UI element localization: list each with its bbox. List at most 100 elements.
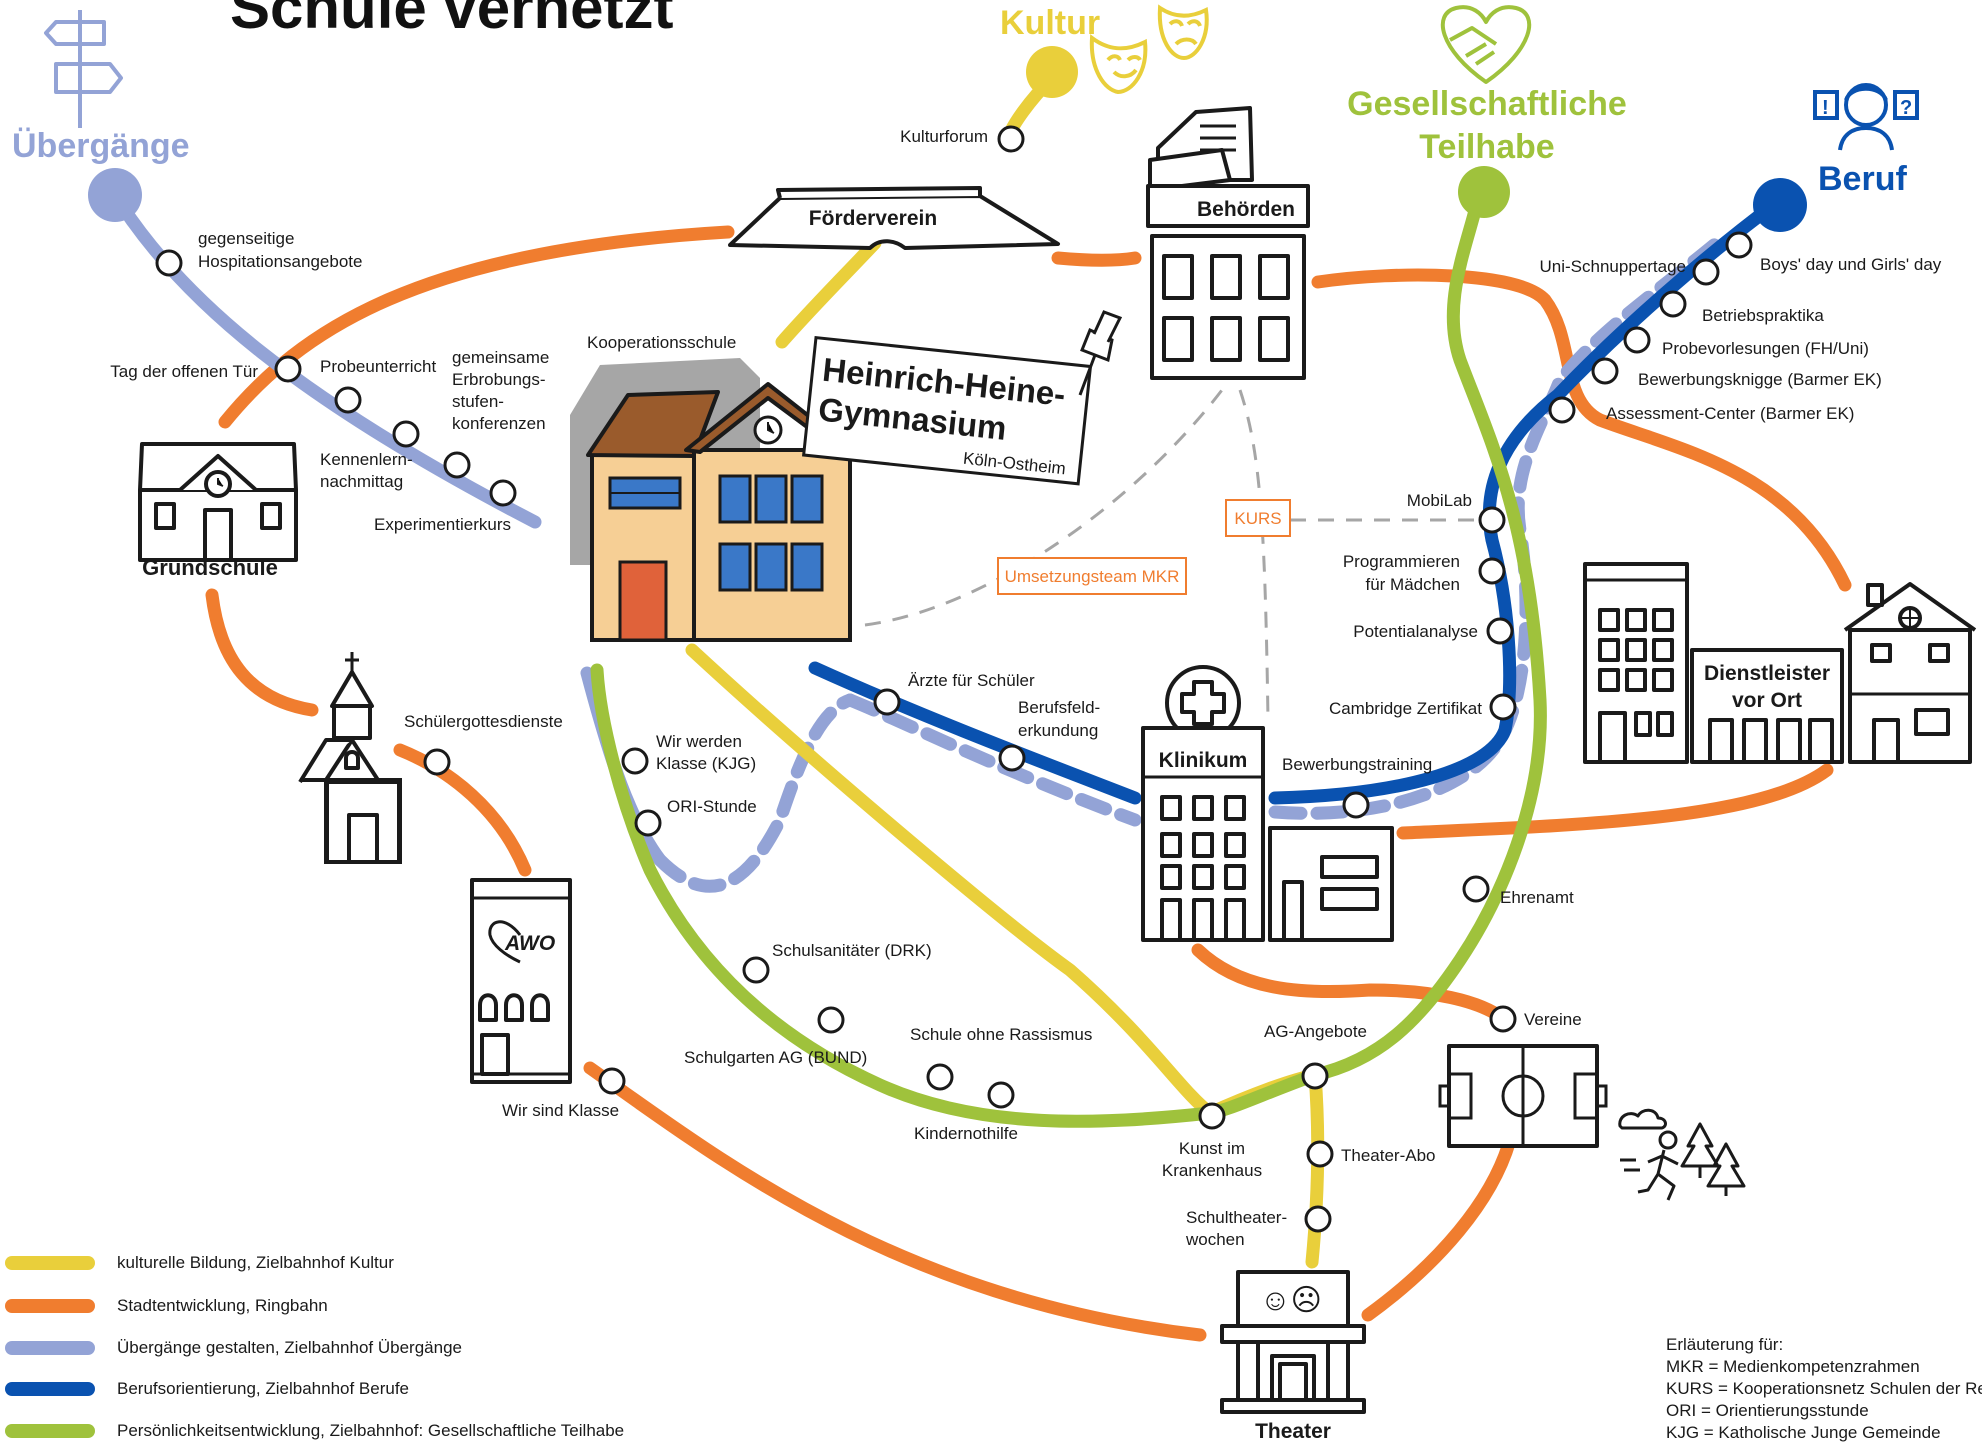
label-assessment: Assessment-Center (Barmer EK) — [1606, 404, 1854, 423]
label-ori-stunde: ORI-Stunde — [667, 797, 757, 816]
building-dienstleister-label-2: vor Ort — [1732, 689, 1802, 712]
station-ehrenamt[interactable] — [1462, 875, 1490, 903]
building-grundschule-label: Grundschule — [142, 555, 278, 580]
label-wir-werden-1: Wir werden — [656, 732, 742, 751]
label-mobilab: MobiLab — [1407, 491, 1472, 510]
building-church[interactable] — [298, 652, 402, 864]
station-kunst-im-krankenhaus[interactable] — [1198, 1102, 1226, 1130]
label-wir-werden-2: Klasse (KJG) — [656, 754, 756, 773]
building-grundschule[interactable]: Grundschule — [138, 442, 298, 580]
building-dienstleister[interactable]: Dienstleister vor Ort — [1583, 562, 1977, 764]
label-uni-schnupper: Uni-Schnuppertage — [1540, 257, 1686, 276]
station-erprobung[interactable] — [392, 420, 420, 448]
mkr-label: Umsetzungsteam MKR — [1005, 567, 1180, 586]
station-cambridge[interactable] — [1489, 693, 1517, 721]
label-programmieren-2: für Mädchen — [1366, 575, 1461, 594]
kurs-box[interactable]: KURS — [1225, 499, 1291, 537]
station-kindernothilfe[interactable] — [987, 1081, 1015, 1109]
building-klinikum[interactable]: Klinikum — [1141, 665, 1394, 942]
label-tag-offene-tuer: Tag der offenen Tür — [110, 362, 258, 381]
station-betriebspraktika[interactable] — [1659, 290, 1687, 318]
legend-label-4: Persönlichkeitsentwicklung, Zielbahnhof:… — [117, 1421, 624, 1440]
station-probevorlesungen[interactable] — [1623, 326, 1651, 354]
svg-text:!: ! — [1822, 97, 1829, 119]
gymnasium-coop-label: Kooperationsschule — [587, 333, 736, 352]
building-gymnasium[interactable]: Kooperationsschule Heinrich-Heine- Gymna… — [570, 310, 1123, 642]
station-wir-sind-klasse[interactable] — [598, 1067, 626, 1095]
label-aerzte: Ärzte für Schüler — [908, 671, 1035, 690]
station-mobilab[interactable] — [1478, 506, 1506, 534]
label-boys-girls: Boys' day und Girls' day — [1760, 255, 1942, 274]
label-schule-ohne-rassismus: Schule ohne Rassismus — [910, 1025, 1092, 1044]
station-wir-werden-klasse[interactable] — [621, 747, 649, 775]
station-berufsfeld[interactable] — [998, 744, 1026, 772]
station-ori-stunde[interactable] — [634, 809, 662, 837]
label-theater-abo: Theater-Abo — [1341, 1146, 1436, 1165]
station-hospitation[interactable] — [155, 249, 183, 277]
label-erprobung-3: stufen- — [452, 392, 504, 411]
awo-logo: AWO — [504, 932, 555, 955]
abbreviation-0: MKR = Medienkompetenzrahmen — [1666, 1357, 1920, 1376]
label-potentialanalyse: Potentialanalyse — [1353, 622, 1478, 641]
terminus-teilhabe[interactable]: Gesellschaftliche Teilhabe — [1347, 85, 1627, 218]
building-foerderverein[interactable]: Förderverein — [728, 186, 1060, 250]
station-experimentierkurs[interactable] — [489, 479, 517, 507]
building-behoerden[interactable]: Behörden — [1146, 106, 1310, 380]
building-dienstleister-label-1: Dienstleister — [1704, 662, 1830, 685]
station-kennenlern[interactable] — [443, 451, 471, 479]
label-bewerbungstraining: Bewerbungstraining — [1282, 755, 1432, 774]
station-programmieren[interactable] — [1478, 557, 1506, 585]
abbreviations-heading: Erläuterung für: — [1666, 1335, 1783, 1354]
station-potentialanalyse[interactable] — [1486, 617, 1514, 645]
label-schulgarten: Schulgarten AG (BUND) — [684, 1048, 867, 1067]
pushpin-icon — [1078, 310, 1123, 396]
station-vereine[interactable] — [1489, 1005, 1517, 1033]
building-foerderverein-label: Förderverein — [809, 207, 937, 230]
terminus-kultur[interactable]: Kultur — [1000, 4, 1100, 98]
label-betriebspraktika: Betriebspraktika — [1702, 306, 1824, 325]
abbreviations: Erläuterung für: MKR = Medienkompetenzra… — [1666, 1335, 1982, 1442]
station-boys-girls[interactable] — [1725, 231, 1753, 259]
station-kulturforum[interactable] — [997, 125, 1025, 153]
station-tag-offene-tuer[interactable] — [274, 355, 302, 383]
station-theater-abo[interactable] — [1306, 1140, 1334, 1168]
line-teilhabe — [590, 183, 1547, 1128]
label-experimentierkurs: Experimentierkurs — [374, 515, 511, 534]
label-cambridge: Cambridge Zertifikat — [1329, 699, 1482, 718]
station-ag-angebote[interactable] — [1301, 1062, 1329, 1090]
mkr-box[interactable]: Umsetzungsteam MKR — [997, 557, 1187, 595]
svg-text:?: ? — [1900, 97, 1912, 119]
station-probeunterricht[interactable] — [334, 386, 362, 414]
abbreviation-3: KJG = Katholische Junge Gemeinde — [1666, 1423, 1941, 1442]
terminus-beruf[interactable]: Beruf — [1753, 160, 1907, 232]
signpost-icon — [44, 10, 123, 128]
station-assessment[interactable] — [1548, 396, 1576, 424]
label-kennenlern-1: Kennenlern- — [320, 450, 413, 469]
station-uni-schnupper[interactable] — [1692, 258, 1720, 286]
building-theater[interactable]: ☺☹ Theater — [1220, 1270, 1366, 1443]
label-ehrenamt: Ehrenamt — [1500, 888, 1574, 907]
person-question-icon: ! ? — [1813, 83, 1919, 151]
kurs-label: KURS — [1234, 509, 1281, 528]
building-awo[interactable]: AWO — [470, 878, 572, 1084]
legend-label-1: Stadtentwicklung, Ringbahn — [117, 1296, 328, 1315]
station-schulgarten[interactable] — [817, 1006, 845, 1034]
sports-field[interactable] — [1438, 1044, 1608, 1148]
label-wir-sind-klasse: Wir sind Klasse — [502, 1101, 619, 1120]
label-schultheater-1: Schultheater- — [1186, 1208, 1287, 1227]
label-vereine: Vereine — [1524, 1010, 1582, 1029]
station-schule-ohne-rassismus[interactable] — [926, 1063, 954, 1091]
station-bewerbungsknigge[interactable] — [1591, 357, 1619, 385]
station-schultheaterwochen[interactable] — [1304, 1205, 1332, 1233]
station-aerzte[interactable] — [873, 688, 901, 716]
label-kulturforum: Kulturforum — [900, 127, 988, 146]
terminus-uebergaenge[interactable]: Übergänge — [12, 127, 190, 222]
station-schuelergottesdienste[interactable] — [423, 748, 451, 776]
station-bewerbungstraining[interactable] — [1342, 791, 1370, 819]
label-berufsfeld-2: erkundung — [1018, 721, 1098, 740]
station-schulsanitaeter[interactable] — [742, 956, 770, 984]
terminus-beruf-label: Beruf — [1818, 160, 1907, 198]
label-ag-angebote: AG-Angebote — [1264, 1022, 1367, 1041]
label-erprobung-4: konferenzen — [452, 414, 546, 433]
